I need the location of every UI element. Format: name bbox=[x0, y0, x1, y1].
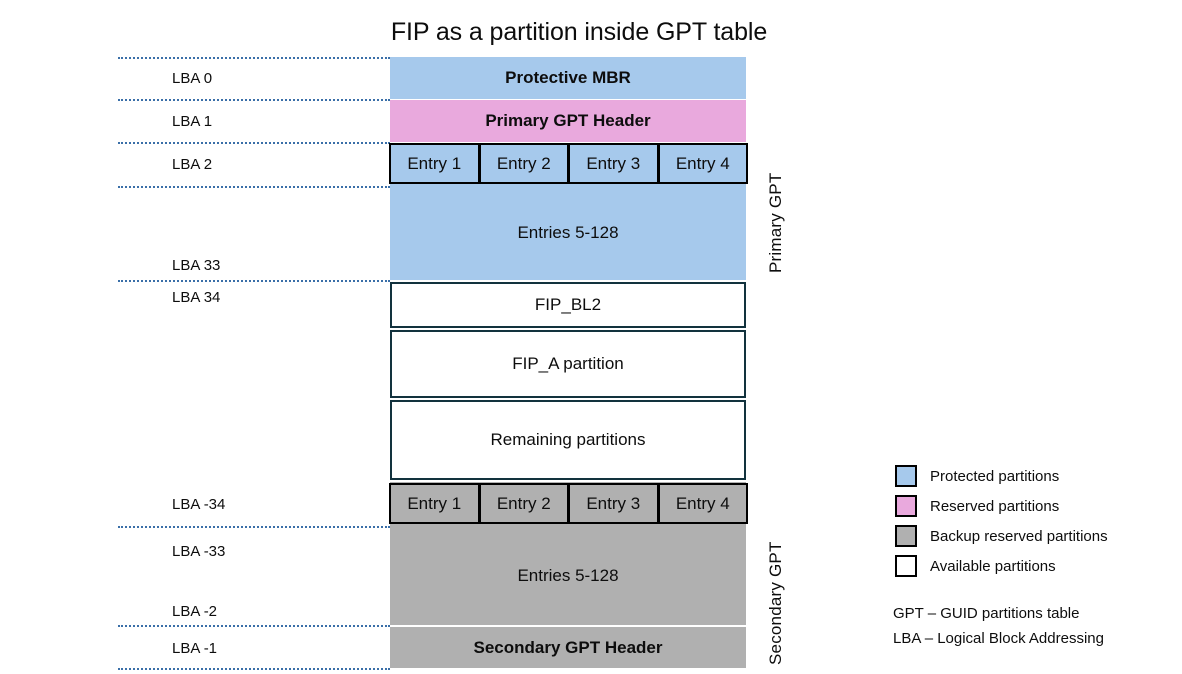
block-primary-gpt-header: Primary GPT Header bbox=[390, 100, 746, 142]
block-fip-bl2: FIP_BL2 bbox=[390, 282, 746, 328]
legend-swatch-backup-reserved-icon bbox=[895, 525, 917, 547]
block-protective-mbr: Protective MBR bbox=[390, 57, 746, 99]
leader-line-lba34neg-bottom bbox=[118, 526, 390, 528]
legend-item-protected: Protected partitions bbox=[895, 461, 1175, 491]
secondary-entry-cell-4: Entry 4 bbox=[658, 483, 748, 524]
lba-label-2: LBA 2 bbox=[172, 156, 213, 173]
abbreviation-gpt: GPT – GUID partitions table bbox=[893, 605, 1080, 622]
lba-label-1: LBA 1 bbox=[172, 113, 213, 130]
side-label-secondary-gpt: Secondary GPT bbox=[766, 541, 785, 665]
legend-swatch-reserved-icon bbox=[895, 495, 917, 517]
secondary-entry-cell-2: Entry 2 bbox=[479, 483, 569, 524]
primary-entry-strip: Entry 1 Entry 2 Entry 3 Entry 4 bbox=[389, 143, 748, 184]
abbreviation-list: GPT – GUID partitions table LBA – Logica… bbox=[893, 601, 1104, 651]
leader-line-lba1neg-bottom bbox=[118, 668, 390, 670]
page-title: FIP as a partition inside GPT table bbox=[390, 18, 768, 46]
block-remaining-partitions: Remaining partitions bbox=[390, 400, 746, 480]
primary-entry-cell-2: Entry 2 bbox=[479, 143, 569, 184]
lba-label-33: LBA 33 bbox=[172, 257, 221, 274]
legend-item-reserved: Reserved partitions bbox=[895, 491, 1175, 521]
leader-line-lba2-top bbox=[118, 142, 390, 144]
legend-label-protected: Protected partitions bbox=[930, 467, 1060, 485]
secondary-entry-cell-1: Entry 1 bbox=[389, 483, 480, 524]
legend-swatch-protected-icon bbox=[895, 465, 917, 487]
legend: Protected partitions Reserved partitions… bbox=[895, 461, 1175, 581]
lba-label-34: LBA 34 bbox=[172, 289, 221, 306]
lba-label-neg2: LBA -2 bbox=[172, 603, 218, 620]
secondary-entry-cell-3: Entry 3 bbox=[569, 483, 659, 524]
legend-label-reserved: Reserved partitions bbox=[930, 497, 1060, 515]
secondary-entry-strip: Entry 1 Entry 2 Entry 3 Entry 4 bbox=[389, 483, 748, 524]
legend-item-backup-reserved: Backup reserved partitions bbox=[895, 521, 1175, 551]
primary-entry-cell-3: Entry 3 bbox=[569, 143, 659, 184]
lba-label-neg1: LBA -1 bbox=[172, 640, 218, 657]
block-secondary-gpt-header: Secondary GPT Header bbox=[390, 627, 746, 668]
primary-entry-cell-4: Entry 4 bbox=[658, 143, 748, 184]
legend-label-available: Available partitions bbox=[930, 557, 1056, 575]
block-secondary-entries-rest: Entries 5-128 bbox=[517, 565, 619, 585]
leader-line-lba1-top bbox=[118, 99, 390, 101]
lba-label-neg34: LBA -34 bbox=[172, 496, 226, 513]
primary-entry-cell-1: Entry 1 bbox=[389, 143, 480, 184]
leader-line-lba2-bottom bbox=[118, 186, 390, 188]
leader-line-lba0-top bbox=[118, 57, 390, 59]
leader-line-lba33-bottom bbox=[118, 280, 390, 282]
abbreviation-lba: LBA – Logical Block Addressing bbox=[893, 630, 1104, 647]
legend-item-available: Available partitions bbox=[895, 551, 1175, 581]
lba-label-0: LBA 0 bbox=[172, 70, 213, 87]
lba-label-neg33: LBA -33 bbox=[172, 543, 226, 560]
legend-label-backup-reserved: Backup reserved partitions bbox=[930, 527, 1108, 545]
leader-line-lba2neg-bottom bbox=[118, 625, 390, 627]
block-fip-a-partition: FIP_A partition bbox=[390, 330, 746, 398]
block-primary-entries-rest: Entries 5-128 bbox=[517, 222, 619, 242]
legend-swatch-available-icon bbox=[895, 555, 917, 577]
side-label-primary-gpt: Primary GPT bbox=[766, 172, 785, 273]
